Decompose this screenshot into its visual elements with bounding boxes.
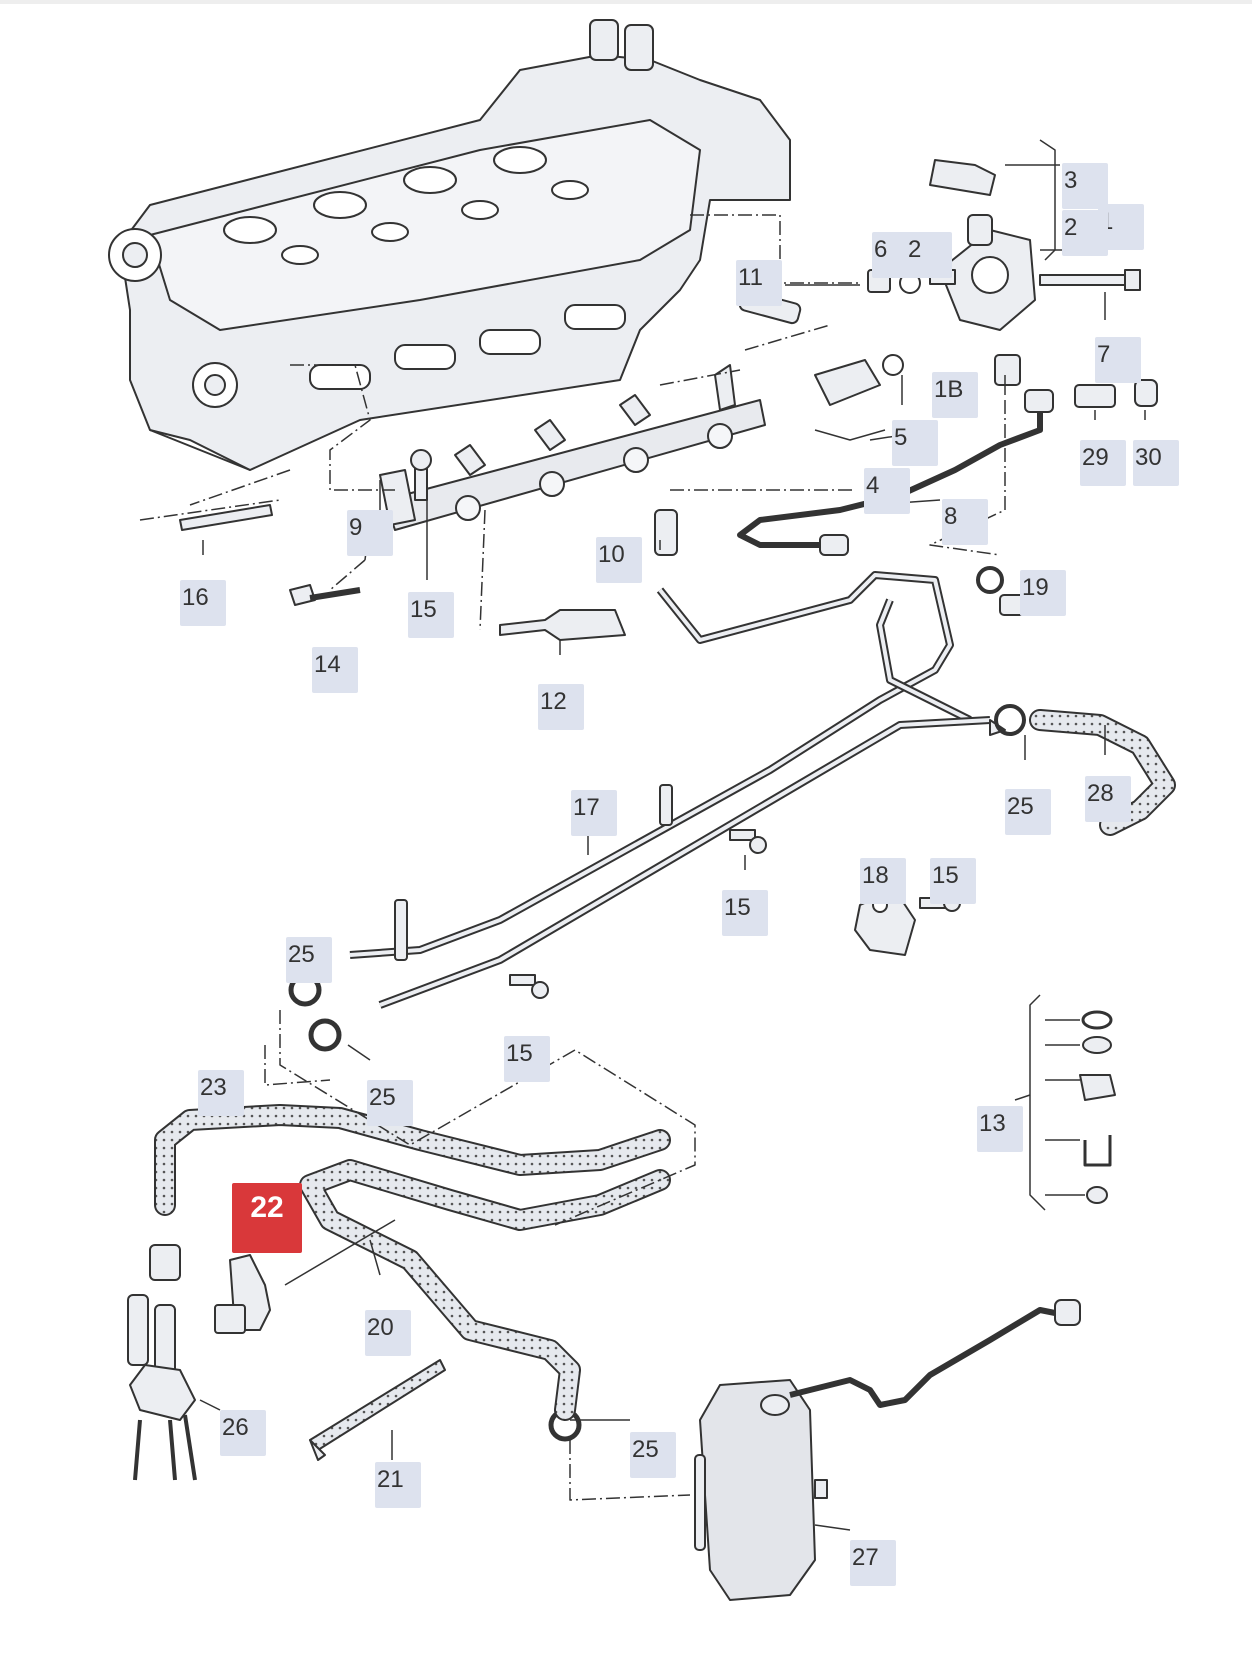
callout-22-selected[interactable]: 22	[232, 1183, 302, 1253]
callout-4[interactable]: 4	[864, 468, 910, 514]
callout-27[interactable]: 27	[850, 1540, 896, 1586]
sensor-5	[814, 359, 881, 406]
callout-17[interactable]: 17	[571, 790, 617, 836]
hose-assembly	[154, 1104, 671, 1421]
callout-18[interactable]: 18	[860, 858, 906, 904]
callout-21[interactable]: 21	[375, 1462, 421, 1508]
injector-12	[499, 609, 626, 641]
callout-11[interactable]: 11	[736, 260, 782, 306]
cylinder-head	[108, 19, 791, 471]
callout-25-d[interactable]: 25	[630, 1432, 676, 1478]
top-divider	[0, 0, 1252, 4]
callout-7[interactable]: 7	[1095, 337, 1141, 383]
fuel-supply-lines	[349, 571, 991, 1009]
callout-15-c[interactable]: 15	[722, 890, 768, 936]
callout-15-d[interactable]: 15	[504, 1036, 550, 1082]
callout-3[interactable]: 3	[1062, 163, 1108, 209]
cable-tie-21	[309, 1359, 446, 1451]
callout-2[interactable]: 2	[1062, 210, 1108, 256]
callout-5[interactable]: 5	[892, 420, 938, 466]
callout-23[interactable]: 23	[198, 1070, 244, 1116]
callout-2-b[interactable]: 2	[906, 232, 952, 278]
callout-12[interactable]: 12	[538, 684, 584, 730]
callout-20[interactable]: 20	[365, 1310, 411, 1356]
callout-26[interactable]: 26	[220, 1410, 266, 1456]
callout-25[interactable]: 25	[1005, 789, 1051, 835]
callout-28[interactable]: 28	[1085, 776, 1131, 822]
callout-10[interactable]: 10	[596, 537, 642, 583]
fuel-line-connector-26	[127, 1244, 197, 1481]
callout-16[interactable]: 16	[180, 580, 226, 626]
callout-9[interactable]: 9	[347, 510, 393, 556]
callout-13[interactable]: 13	[977, 1106, 1023, 1152]
seal-kit-13	[1014, 994, 1116, 1211]
callout-30[interactable]: 30	[1133, 440, 1179, 486]
callout-29[interactable]: 29	[1080, 440, 1126, 486]
pressure-sensor	[929, 159, 996, 196]
callout-15[interactable]: 15	[408, 592, 454, 638]
callout-19[interactable]: 19	[1020, 570, 1066, 616]
callout-25-b[interactable]: 25	[286, 937, 332, 983]
callout-14[interactable]: 14	[312, 647, 358, 693]
callout-8[interactable]: 8	[942, 499, 988, 545]
high-pressure-pump	[929, 214, 1141, 331]
callout-1B[interactable]: 1B	[932, 372, 978, 418]
charcoal-canister-27	[694, 1299, 1081, 1601]
callout-25-c[interactable]: 25	[367, 1080, 413, 1126]
callout-15-b[interactable]: 15	[930, 858, 976, 904]
